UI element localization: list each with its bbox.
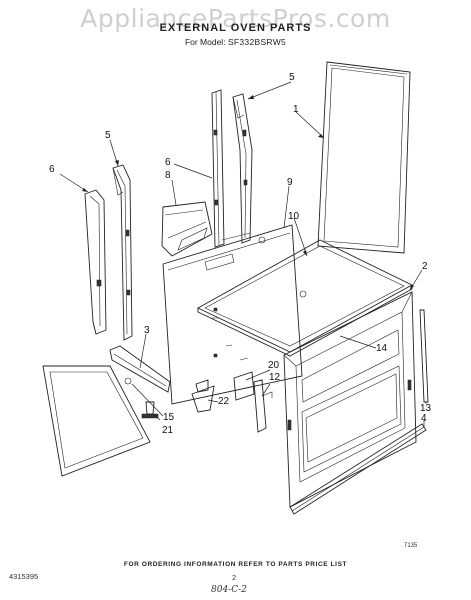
callout-5-left: 5 xyxy=(105,130,111,141)
callout-15: 15 xyxy=(163,412,175,423)
part-door-frame-bottom xyxy=(42,365,151,477)
callout-1-top: 1 xyxy=(293,104,299,115)
callout-3: 3 xyxy=(144,325,150,336)
part-bottom-rail xyxy=(109,345,171,393)
callout-6-left: 6 xyxy=(49,164,55,175)
part-front-frame xyxy=(283,291,417,508)
part-side-panel-strip xyxy=(211,89,225,248)
watermark: AppliancePartsPros.com xyxy=(80,4,391,33)
leader-lines xyxy=(59,81,427,428)
callout-20: 20 xyxy=(268,360,280,371)
diagram-number: 7135 xyxy=(404,543,418,549)
callout-10: 10 xyxy=(288,211,300,222)
part-door-frame-top xyxy=(317,61,411,254)
callout-5-right: 5 xyxy=(289,72,295,83)
page-number: 2 xyxy=(232,573,237,582)
callout-14: 14 xyxy=(376,343,388,354)
callout-9: 9 xyxy=(287,177,293,188)
part-side-rod xyxy=(419,309,429,403)
callout-4: 4 xyxy=(421,413,427,424)
part-oven-top xyxy=(197,239,413,357)
part-side-channel-left xyxy=(112,164,133,341)
part-small-brackets xyxy=(191,371,273,433)
part-side-channel-right xyxy=(232,93,253,244)
callout-2: 2 xyxy=(422,261,428,272)
part-base-strip xyxy=(289,423,427,515)
model-number: SF332BSRW5 xyxy=(227,37,287,47)
callout-12: 12 xyxy=(269,372,281,383)
callout-13: 13 xyxy=(420,403,432,414)
part-side-panel-left xyxy=(84,189,107,335)
part-back-panel xyxy=(162,224,303,405)
callout-21: 21 xyxy=(162,425,174,436)
callout-8: 8 xyxy=(165,170,171,181)
diagram-title: EXTERNAL OVEN PARTS xyxy=(159,22,312,34)
ordering-note: FOR ORDERING INFORMATION REFER TO PARTS … xyxy=(123,561,348,568)
part-vent-duct xyxy=(161,201,213,257)
handwritten-note: 804-C-2 xyxy=(211,585,247,595)
callout-6-center: 6 xyxy=(165,157,171,168)
part-leveling-foot xyxy=(124,377,159,419)
model-prefix: For Model: xyxy=(184,37,226,47)
callout-22: 22 xyxy=(218,396,230,407)
model-line: For Model: SF332BSRW5 xyxy=(0,37,471,47)
document-code: 4315395 xyxy=(9,572,39,581)
